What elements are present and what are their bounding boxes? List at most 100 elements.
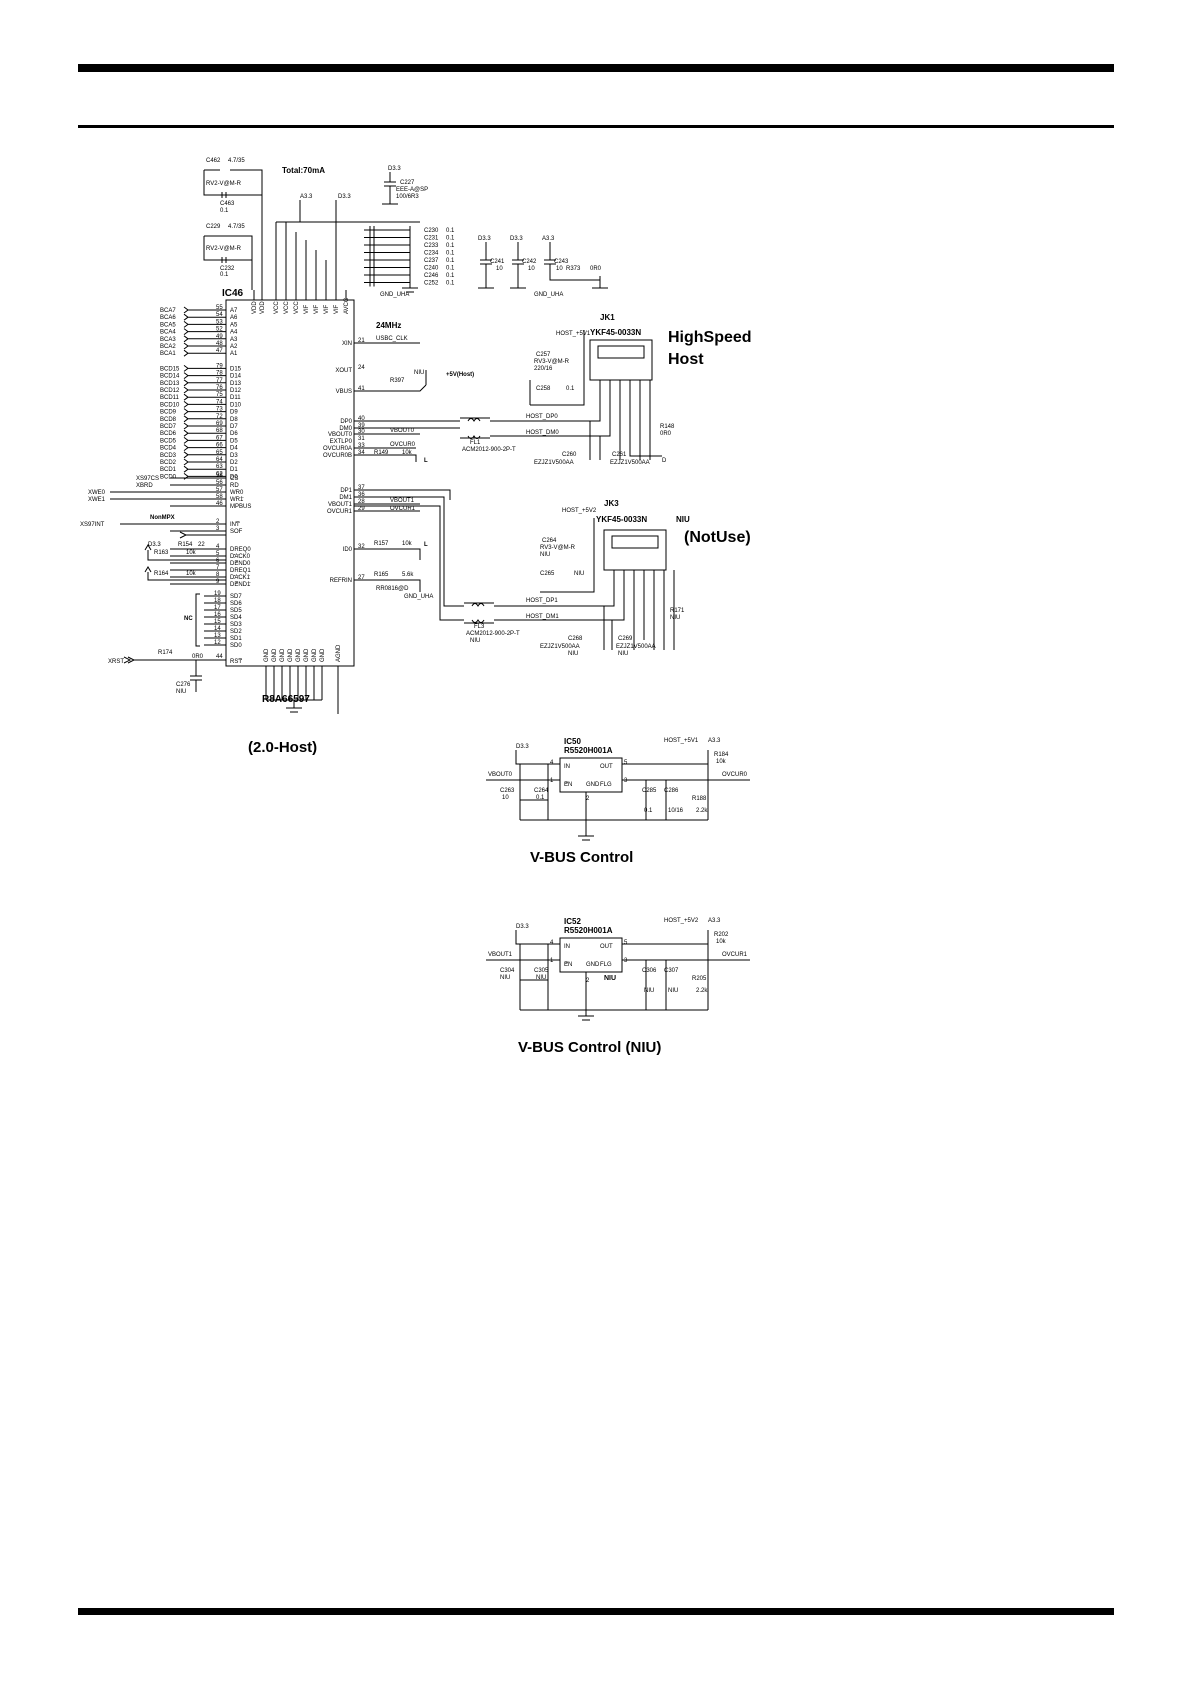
pin-number: 52 bbox=[216, 327, 223, 333]
jk3-connector-inner bbox=[611, 535, 659, 549]
pin-name: VDD bbox=[260, 301, 266, 314]
cap-value: 0.1 bbox=[446, 251, 455, 257]
pin-wire bbox=[183, 328, 226, 335]
pin-number: 12 bbox=[214, 640, 221, 646]
r188-ref: R188 bbox=[692, 796, 707, 802]
ic50-a33: A3.3 bbox=[708, 738, 721, 744]
r202-ref: R202 bbox=[714, 932, 729, 938]
r164-val: 10k bbox=[186, 571, 197, 577]
pin-name: CS bbox=[230, 476, 238, 482]
c264-ref: C264 bbox=[534, 788, 549, 794]
cap-value: 0.1 bbox=[446, 228, 455, 234]
net-label: BCD10 bbox=[160, 402, 180, 408]
top-rails bbox=[275, 200, 420, 290]
pin-name: SD0 bbox=[230, 643, 242, 649]
pin-name: SD4 bbox=[230, 615, 242, 621]
pin-name: DP0 bbox=[340, 419, 352, 425]
r165-val: 5.6k bbox=[402, 572, 414, 578]
ic46-ref: IC46 bbox=[222, 288, 244, 299]
c258-val: 0.1 bbox=[566, 386, 575, 392]
cap-value: 0.1 bbox=[446, 258, 455, 264]
pin-number: 30 bbox=[358, 429, 365, 435]
ic50-num-en: 1 bbox=[550, 778, 554, 784]
pin-name: DM0 bbox=[339, 426, 352, 432]
c285-ref: C285 bbox=[642, 788, 657, 794]
pin-name: VCC bbox=[284, 301, 290, 314]
ic50-wires bbox=[486, 750, 750, 841]
ic50-num-flg: 3 bbox=[624, 778, 628, 784]
left-decoupling: C462 4.7/35 RV2-V@M-R C463 0.1 C229 4.7/… bbox=[144, 158, 263, 581]
r174-val: 0R0 bbox=[192, 654, 204, 660]
pin-name: D5 bbox=[230, 438, 238, 444]
pin-number: 31 bbox=[358, 436, 365, 442]
c258-ref: C258 bbox=[536, 386, 551, 392]
cap-symbol bbox=[364, 241, 410, 249]
pin-name: DREQ1 bbox=[230, 568, 251, 574]
pin-name: D15 bbox=[230, 366, 242, 372]
pin-number: 7 bbox=[216, 565, 220, 571]
vbus-host: +5V(Host) bbox=[446, 372, 474, 378]
refrin-wire bbox=[354, 579, 421, 592]
jk1-label-1: HighSpeed bbox=[668, 329, 752, 346]
r202-val: 10k bbox=[716, 939, 727, 945]
pin-number: 76 bbox=[216, 385, 223, 391]
pin-name: OVCUR0A bbox=[323, 446, 352, 452]
ic50-d33: D3.3 bbox=[516, 744, 529, 750]
c305-val: NIU bbox=[536, 975, 546, 981]
ic50-en: EN bbox=[564, 782, 572, 788]
pin-number: 27 bbox=[358, 575, 365, 581]
pin-name: VIF bbox=[324, 304, 330, 314]
c227-part: EEE-A@SP bbox=[396, 187, 428, 193]
ic50-num-in: 4 bbox=[550, 760, 554, 766]
pin-name: A3 bbox=[230, 337, 238, 343]
pin-name: REFRIN bbox=[330, 578, 352, 584]
pin-name: AGND bbox=[336, 644, 342, 662]
pin-wire bbox=[183, 408, 226, 415]
pin-name: A6 bbox=[230, 315, 238, 321]
c304-ref: C304 bbox=[500, 968, 515, 974]
cap-ref: C234 bbox=[424, 251, 439, 257]
rst-wire bbox=[123, 656, 226, 664]
ic52-num-flg: 3 bbox=[624, 958, 628, 964]
pin-name: A5 bbox=[230, 322, 238, 328]
host-dm0: HOST_DM0 bbox=[526, 430, 559, 436]
pin-number: 6 bbox=[216, 558, 220, 564]
pin-number: 39 bbox=[358, 423, 365, 429]
c227-ref: C227 bbox=[400, 180, 415, 186]
r164-ref: R164 bbox=[154, 571, 169, 577]
pin-number: 2 bbox=[216, 519, 220, 525]
jk1-ref: JK1 bbox=[600, 313, 615, 322]
c264-ref-jk3: C264 bbox=[542, 538, 557, 544]
c276-ref: C276 bbox=[176, 682, 191, 688]
cap-symbol bbox=[364, 263, 410, 272]
net-label: BCA5 bbox=[160, 322, 176, 328]
ic52-host: HOST_+5V2 bbox=[664, 918, 699, 924]
pin-wire bbox=[183, 386, 226, 394]
nc-label: NC bbox=[184, 616, 193, 622]
pin-wire bbox=[183, 393, 226, 401]
pin-name: D1 bbox=[230, 467, 238, 473]
net-label: BCD14 bbox=[160, 374, 180, 380]
pin-name: A2 bbox=[230, 344, 238, 350]
net-label: XS97CS bbox=[136, 476, 159, 482]
net-label: BCD5 bbox=[160, 438, 177, 444]
pin-number: 77 bbox=[216, 378, 223, 384]
cap-symbol bbox=[364, 233, 410, 242]
pin-number: 57 bbox=[216, 487, 223, 493]
pin-name: GND bbox=[264, 648, 270, 662]
pin-number: 32 bbox=[358, 544, 365, 550]
pin-name: ID0 bbox=[343, 547, 353, 553]
ic52-num-out: 5 bbox=[624, 940, 628, 946]
pin-number: 75 bbox=[216, 392, 223, 398]
cap-ref: C252 bbox=[424, 281, 439, 287]
net-label: BCA6 bbox=[160, 315, 176, 321]
ic46-block: IC46 R8A66597 (2.0-Host) Total:70mA BCA7… bbox=[80, 166, 365, 756]
net-label: BCA4 bbox=[160, 330, 176, 336]
r154-val: 22 bbox=[198, 542, 205, 548]
pin-number: 49 bbox=[216, 334, 223, 340]
pin-number: 78 bbox=[216, 371, 223, 377]
pin-name: D10 bbox=[230, 402, 242, 408]
